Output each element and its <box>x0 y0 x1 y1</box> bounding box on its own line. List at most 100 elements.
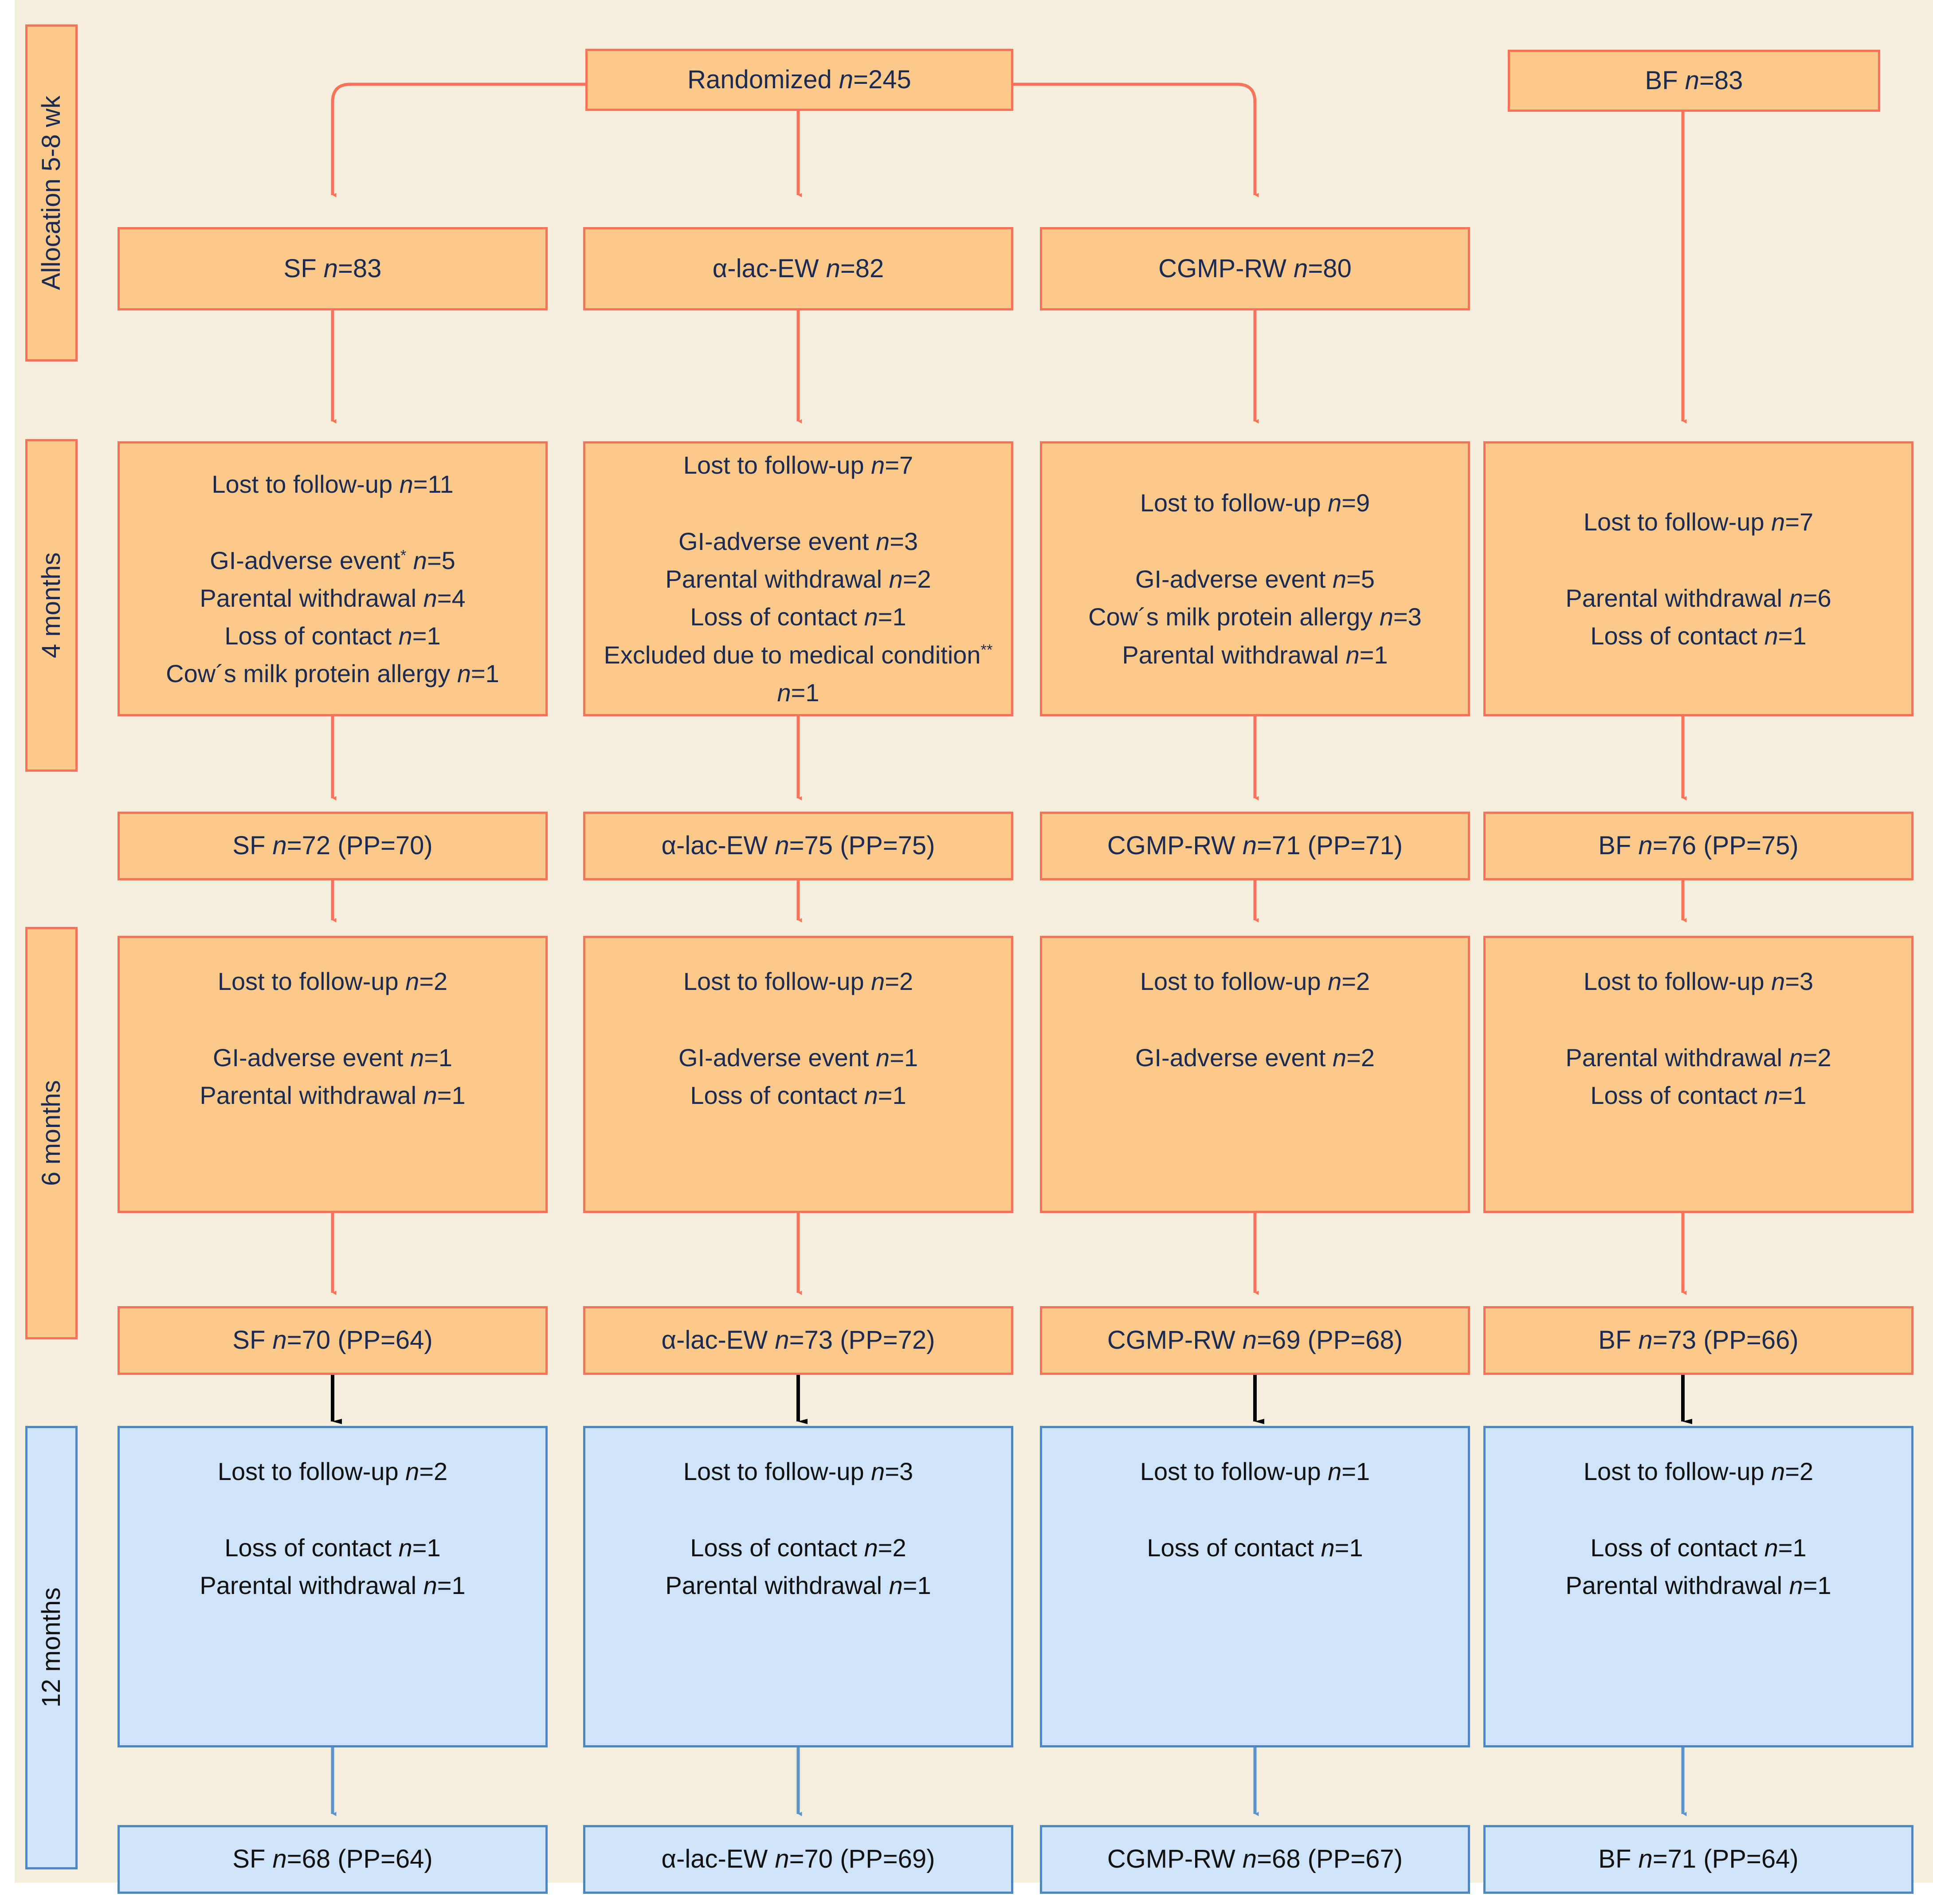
node-allocation-alac: α-lac-EW n=82 <box>583 227 1013 310</box>
result-box-6m-cgmp-text: CGMP-RW n=69 (PP=68) <box>1107 1326 1403 1355</box>
node-breastfed: BF n=83 <box>1508 50 1880 112</box>
loss-box-6m-sf-lines: Lost to follow-up n=2 GI-adverse event n… <box>126 962 539 1114</box>
loss-reason-line: GI-adverse event n=3 <box>678 527 918 556</box>
result-box-4m-cgmp-text: CGMP-RW n=71 (PP=71) <box>1107 831 1403 860</box>
result-box-6m-bf: BF n=73 (PP=66) <box>1483 1306 1913 1375</box>
result-box-4m-bf: BF n=76 (PP=75) <box>1483 812 1913 880</box>
result-box-12m-sf: SF n=68 (PP=64) <box>118 1825 548 1894</box>
result-box-12m-alac: α-lac-EW n=70 (PP=69) <box>583 1825 1013 1894</box>
loss-box-4m-sf: Lost to follow-up n=11 GI-adverse event*… <box>118 441 548 716</box>
loss-reason-line: Loss of contact n=1 <box>1590 1533 1807 1562</box>
loss-reason-line: Loss of contact n=1 <box>690 1081 906 1110</box>
loss-box-4m-alac-lines: Lost to follow-up n=7 GI-adverse event n… <box>592 446 1005 711</box>
result-box-4m-cgmp: CGMP-RW n=71 (PP=71) <box>1040 812 1470 880</box>
result-box-12m-bf: BF n=71 (PP=64) <box>1483 1825 1913 1894</box>
result-box-6m-sf-text: SF n=70 (PP=64) <box>232 1326 433 1355</box>
stage-label-6-months-text: 6 months <box>36 1080 66 1186</box>
loss-reason-line: GI-adverse event n=1 <box>212 1043 453 1072</box>
loss-reason-line: Parental withdrawal n=1 <box>1122 640 1388 669</box>
loss-head: Lost to follow-up n=1 <box>1140 1457 1370 1485</box>
loss-reason-line: Loss of contact n=1 <box>690 603 906 631</box>
loss-reason-line: Parental withdrawal n=2 <box>1565 1043 1831 1072</box>
loss-reason-line: GI-adverse event n=5 <box>1135 565 1375 593</box>
node-allocation-cgmp-text: CGMP-RW n=80 <box>1158 254 1352 283</box>
result-box-6m-bf-text: BF n=73 (PP=66) <box>1598 1326 1799 1355</box>
result-box-12m-sf-text: SF n=68 (PP=64) <box>232 1845 433 1874</box>
result-box-4m-sf: SF n=72 (PP=70) <box>118 812 548 880</box>
loss-reason-line: Excluded due to medical condition** n=1 <box>604 640 993 707</box>
loss-box-12m-cgmp-lines: Lost to follow-up n=1 Loss of contact n=… <box>1048 1453 1462 1566</box>
loss-reason-line: Parental withdrawal n=1 <box>665 1571 931 1600</box>
loss-box-12m-sf: Lost to follow-up n=2 Loss of contact n=… <box>118 1426 548 1747</box>
node-randomized: Randomized n=245 <box>585 49 1013 111</box>
loss-head: Lost to follow-up n=3 <box>683 1457 914 1485</box>
result-box-12m-bf-text: BF n=71 (PP=64) <box>1598 1845 1799 1874</box>
result-box-6m-cgmp: CGMP-RW n=69 (PP=68) <box>1040 1306 1470 1375</box>
result-box-12m-cgmp-text: CGMP-RW n=68 (PP=67) <box>1107 1845 1403 1874</box>
loss-reason-line: Loss of contact n=1 <box>1590 1081 1807 1110</box>
loss-reason-line: Parental withdrawal n=2 <box>665 565 931 593</box>
loss-box-12m-cgmp: Lost to follow-up n=1 Loss of contact n=… <box>1040 1426 1470 1747</box>
loss-box-6m-sf: Lost to follow-up n=2 GI-adverse event n… <box>118 936 548 1213</box>
loss-box-6m-cgmp-lines: Lost to follow-up n=2 GI-adverse event n… <box>1048 962 1462 1076</box>
result-box-4m-alac: α-lac-EW n=75 (PP=75) <box>583 812 1013 880</box>
loss-box-4m-cgmp: Lost to follow-up n=9 GI-adverse event n… <box>1040 441 1470 716</box>
loss-head: Lost to follow-up n=2 <box>1583 1457 1814 1485</box>
stage-label-allocation: Allocation 5-8 wk <box>25 24 78 361</box>
loss-box-4m-sf-lines: Lost to follow-up n=11 GI-adverse event*… <box>126 465 539 692</box>
loss-reason-line: Loss of contact n=1 <box>224 1533 441 1562</box>
loss-head: Lost to follow-up n=2 <box>683 967 914 995</box>
loss-head: Lost to follow-up n=9 <box>1140 489 1370 517</box>
loss-reason-line: Loss of contact n=1 <box>224 621 441 650</box>
loss-head: Lost to follow-up n=2 <box>217 967 448 995</box>
loss-head: Lost to follow-up n=2 <box>1140 967 1370 995</box>
loss-reason-line: Parental withdrawal n=1 <box>200 1571 466 1600</box>
loss-box-6m-cgmp: Lost to follow-up n=2 GI-adverse event n… <box>1040 936 1470 1213</box>
loss-box-6m-bf-lines: Lost to follow-up n=3 Parental withdrawa… <box>1492 962 1905 1114</box>
stage-label-4-months: 4 months <box>25 439 78 772</box>
result-box-6m-sf: SF n=70 (PP=64) <box>118 1306 548 1375</box>
stage-label-allocation-text: Allocation 5-8 wk <box>36 95 66 291</box>
node-allocation-sf-text: SF n=83 <box>283 254 382 283</box>
node-randomized-text: Randomized n=245 <box>687 65 911 94</box>
loss-reason-line: GI-adverse event n=1 <box>678 1043 918 1072</box>
loss-box-4m-bf-lines: Lost to follow-up n=7 Parental withdrawa… <box>1492 503 1905 655</box>
loss-reason-line: Cow´s milk protein allergy n=3 <box>1088 603 1422 631</box>
loss-head: Lost to follow-up n=3 <box>1583 967 1814 995</box>
loss-reason-line: Loss of contact n=2 <box>690 1533 906 1562</box>
loss-head: Lost to follow-up n=2 <box>217 1457 448 1485</box>
result-box-6m-alac: α-lac-EW n=73 (PP=72) <box>583 1306 1013 1375</box>
stage-label-4-months-text: 4 months <box>36 552 66 659</box>
loss-box-6m-alac: Lost to follow-up n=2 GI-adverse event n… <box>583 936 1013 1213</box>
result-box-12m-cgmp: CGMP-RW n=68 (PP=67) <box>1040 1825 1470 1894</box>
node-breastfed-text: BF n=83 <box>1645 66 1743 95</box>
loss-head: Lost to follow-up n=11 <box>212 470 454 498</box>
loss-head: Lost to follow-up n=7 <box>1583 507 1814 536</box>
node-allocation-alac-text: α-lac-EW n=82 <box>712 254 884 283</box>
loss-reasons: Loss of contact n=1 <box>1048 1529 1462 1566</box>
loss-reason-line: Loss of contact n=1 <box>1590 621 1807 650</box>
loss-box-12m-bf-lines: Lost to follow-up n=2 Loss of contact n=… <box>1492 1453 1905 1604</box>
node-allocation-cgmp: CGMP-RW n=80 <box>1040 227 1470 310</box>
loss-box-4m-alac: Lost to follow-up n=7 GI-adverse event n… <box>583 441 1013 716</box>
loss-box-12m-alac-lines: Lost to follow-up n=3 Loss of contact n=… <box>592 1453 1005 1604</box>
loss-reason-line: Loss of contact n=1 <box>1147 1533 1363 1562</box>
stage-label-12-months-text: 12 months <box>36 1587 66 1708</box>
loss-box-6m-bf: Lost to follow-up n=3 Parental withdrawa… <box>1483 936 1913 1213</box>
loss-box-12m-alac: Lost to follow-up n=3 Loss of contact n=… <box>583 1426 1013 1747</box>
loss-reason-line: GI-adverse event* n=5 <box>210 546 455 574</box>
loss-head: Lost to follow-up n=7 <box>683 451 914 479</box>
loss-reason-line: Parental withdrawal n=1 <box>1565 1571 1831 1600</box>
loss-reason-line: Parental withdrawal n=6 <box>1565 584 1831 612</box>
loss-reason-line: Parental withdrawal n=1 <box>200 1081 466 1110</box>
